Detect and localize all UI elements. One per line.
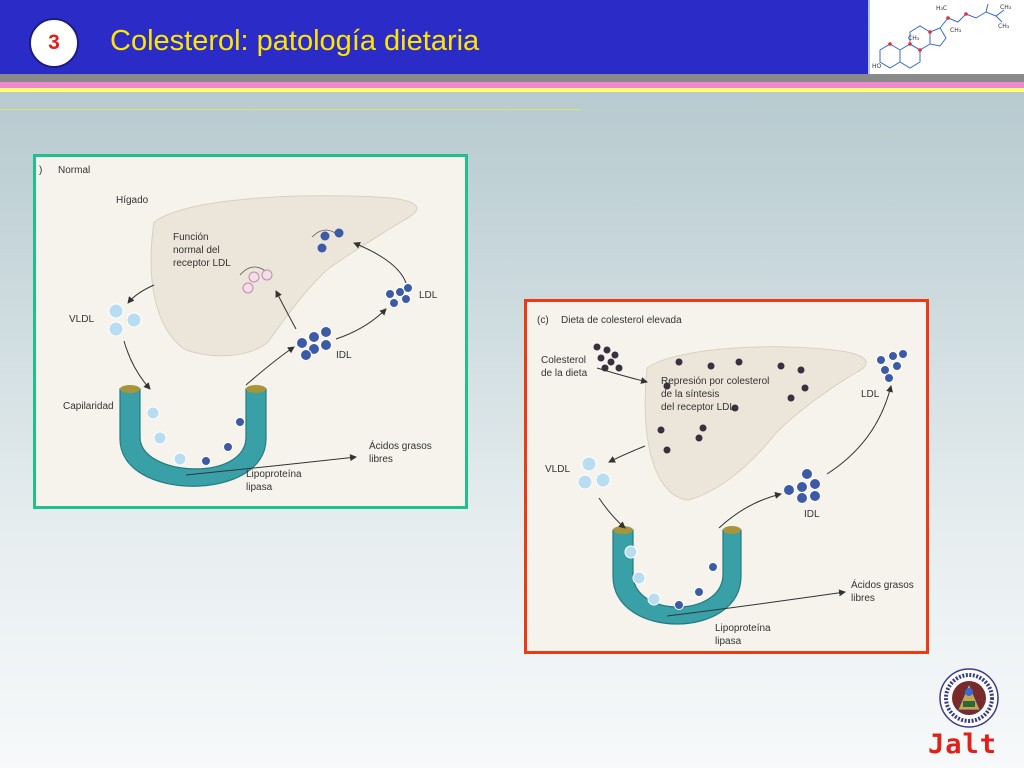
title-underline [0, 109, 580, 110]
liver-shape [150, 195, 418, 357]
diagram-high-cholesterol: (c) Dieta de colesterol elevada Colester… [524, 299, 929, 654]
fatty-acids-label-1: Ácidos grasos [369, 441, 432, 452]
dietary-label-1: Colesterol [541, 355, 587, 366]
idl-particles [296, 326, 332, 361]
vldl-label-high: VLDL [545, 464, 571, 475]
ldl-particles [385, 283, 413, 308]
liver-label: Hígado [116, 195, 149, 206]
dietary-cholesterol-particles [593, 343, 623, 372]
svg-text:HO: HO [872, 63, 882, 70]
header-stripe-gray [0, 74, 1024, 82]
cholesterol-dots [657, 358, 809, 454]
fatty-acids-label-2: libres [369, 454, 393, 465]
lipase-label-high-1: Lipoproteína [715, 623, 771, 634]
idl-label: IDL [336, 350, 352, 361]
idl-particles-high [783, 468, 821, 504]
lipase-label-1: Lipoproteína [246, 469, 302, 480]
lipase-label-high-2: lipasa [715, 636, 742, 647]
capillary-particles-high [624, 545, 718, 610]
function-label-2: normal del [173, 245, 220, 256]
svg-text:CH₃: CH₃ [1000, 4, 1012, 11]
capillary-particles [146, 406, 245, 466]
vldl-label: VLDL [69, 314, 95, 325]
liver-shape-high [644, 346, 867, 501]
repression-label-3: del receptor LDL [661, 402, 735, 413]
panel-normal-mark: ) [39, 165, 43, 176]
receptor-particles [242, 228, 344, 294]
university-seal-icon [936, 668, 1002, 728]
fatty-acids-label-high-1: Ácidos grasos [851, 580, 914, 591]
svg-text:CH₃: CH₃ [908, 35, 920, 42]
function-label-3: receptor LDL [173, 258, 231, 269]
lipase-label-2: lipasa [246, 482, 273, 493]
slide-number-badge: 3 [29, 18, 79, 68]
ldl-particles-high [876, 349, 908, 383]
panel-high-mark: (c) [537, 315, 549, 326]
svg-text:H₃C: H₃C [936, 5, 947, 12]
vldl-particles-high [577, 456, 611, 490]
cholesterol-molecule-icon: HO H₃C CH₃ CH₃ CH₃ CH₃ [870, 0, 1024, 74]
author-signature: Jalt [928, 729, 998, 760]
panel-normal-heading: Normal [58, 165, 91, 176]
dietary-label-2: de la dieta [541, 368, 588, 379]
capillary-tube-high [612, 529, 742, 625]
svg-text:CH₃: CH₃ [998, 23, 1010, 30]
slide-title: Colesterol: patología dietaria [110, 25, 480, 57]
header-stripe-yellow [0, 88, 1024, 92]
title-bar: 3 Colesterol: patología dietaria [0, 0, 868, 74]
repression-label-1: Represión por colesterol [661, 376, 770, 387]
repression-label-2: de la síntesis [661, 389, 720, 400]
capillary-label: Capilaridad [63, 401, 114, 412]
fatty-acids-label-high-2: libres [851, 593, 875, 604]
capillary-tube [119, 388, 267, 487]
vldl-particles [108, 303, 142, 337]
function-label-1: Función [173, 232, 209, 243]
ldl-label: LDL [419, 290, 438, 301]
ldl-label-high: LDL [861, 389, 880, 400]
idl-label-high: IDL [804, 509, 820, 520]
diagram-normal: ) Normal Hígado Función normal del recep… [33, 154, 468, 509]
header-stripe-pink [0, 82, 1024, 88]
svg-text:CH₃: CH₃ [950, 27, 962, 34]
panel-high-heading: Dieta de colesterol elevada [561, 315, 682, 326]
